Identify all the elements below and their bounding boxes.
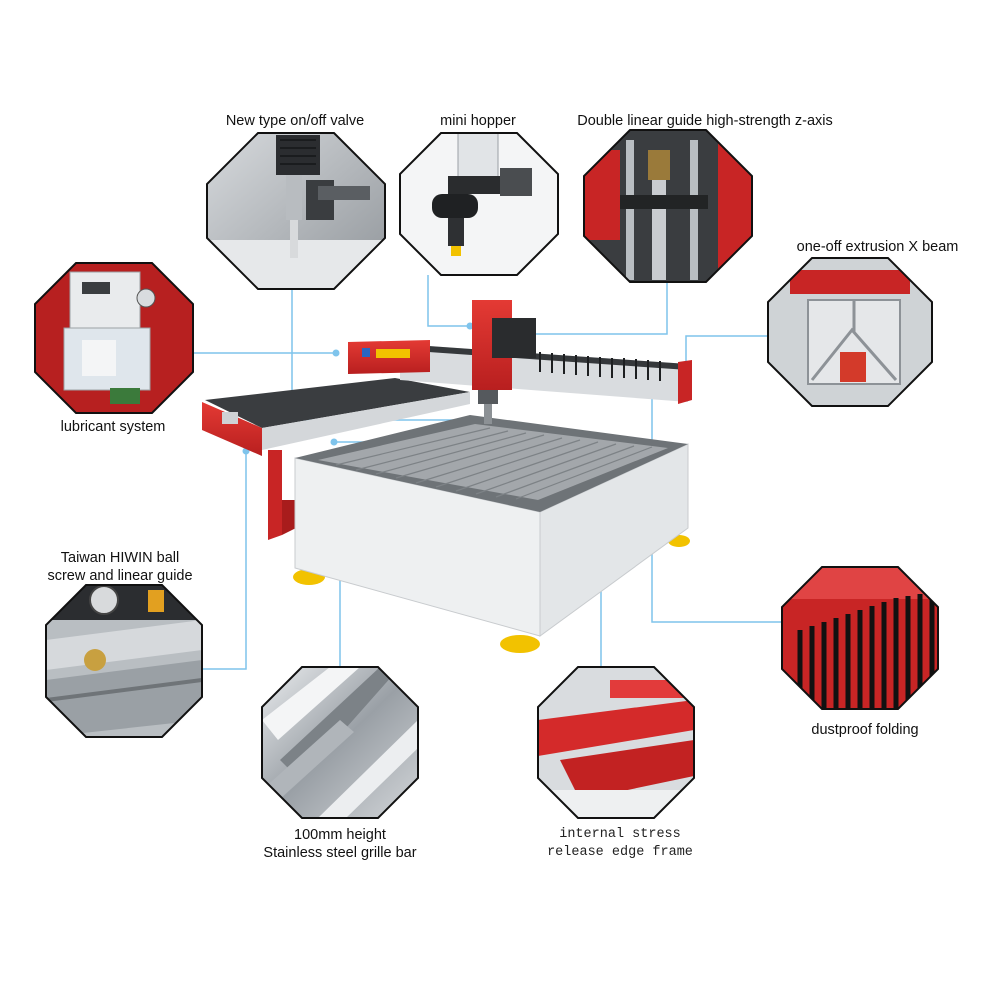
label-grille-line2: Stainless steel grille bar <box>263 845 417 861</box>
label-grille-bar: 100mm height Stainless steel grille bar <box>230 826 450 862</box>
inset-x-beam <box>767 257 933 407</box>
machine-x-beam-right-cap <box>678 360 692 404</box>
inset-lubricant-system <box>34 262 194 414</box>
label-lubricant-system: lubricant system <box>60 419 166 435</box>
machine-foot <box>500 635 540 653</box>
callout-line-hiwin <box>202 451 247 670</box>
label-stress-line1: internal stress <box>559 827 681 842</box>
machine-bellows <box>539 352 661 381</box>
label-edge-frame: internal stress release edge frame <box>515 826 725 862</box>
label-stress-line2: release edge frame <box>547 845 693 860</box>
inset-dustproof-folding <box>781 566 939 710</box>
label-mini-hopper: mini hopper <box>440 113 516 129</box>
callout-line-xbeam <box>685 335 768 390</box>
machine-grille-surface <box>318 424 668 500</box>
label-onoff-valve: New type on/off valve <box>225 113 365 129</box>
inset-grille-bar <box>261 666 419 819</box>
inset-onoff-valve <box>206 132 386 290</box>
label-hiwin-line1: Taiwan HIWIN ball <box>60 550 180 566</box>
label-z-axis: Double linear guide high-strength z-axis <box>577 113 833 129</box>
inset-hiwin-ballscrew <box>45 584 203 738</box>
label-x-beam: one-off extrusion X beam <box>796 239 959 255</box>
label-grille-line1: 100mm height <box>294 827 386 843</box>
callout-line-zaxis <box>494 282 668 335</box>
machine-left-end-box <box>202 402 262 456</box>
inset-mini-hopper <box>399 132 559 276</box>
inset-edge-frame <box>537 666 695 819</box>
callout-line-hopper <box>427 275 470 327</box>
waterjet-machine <box>202 300 692 653</box>
machine-left-leg <box>268 450 282 540</box>
label-hiwin-ballscrew: Taiwan HIWIN ball screw and linear guide <box>20 549 220 585</box>
label-hiwin-line2: screw and linear guide <box>47 568 193 584</box>
inset-z-axis <box>583 129 753 283</box>
machine-y-rail <box>205 378 470 428</box>
label-dustproof-folding: dustproof folding <box>811 722 919 738</box>
